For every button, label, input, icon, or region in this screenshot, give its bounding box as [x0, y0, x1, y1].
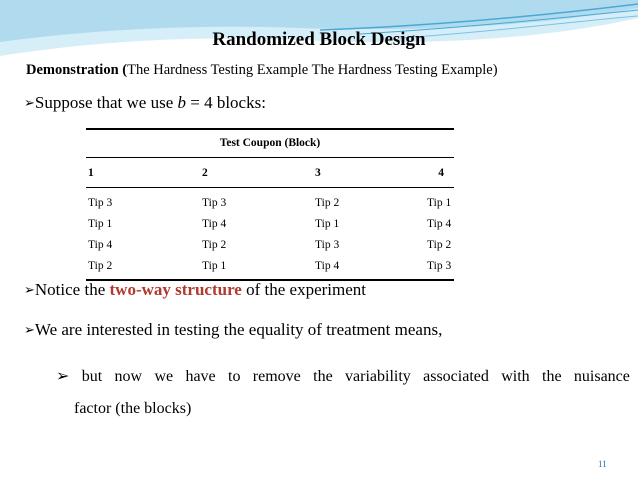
bullet-text: Suppose that we use — [34, 93, 178, 112]
table-bottom-rule — [86, 279, 454, 281]
table-row: Tip 3 Tip 3 Tip 2 Tip 1 — [86, 192, 454, 213]
word: with — [501, 368, 530, 385]
sub-bullet-nuisance: ➢ but now we have to remove the variabil… — [56, 361, 630, 425]
bullet-blocks: ➢Suppose that we use b = 4 blocks: — [24, 93, 266, 113]
table-row: Tip 1 Tip 4 Tip 1 Tip 4 — [86, 213, 454, 234]
arrowhead-bullet-icon: ➢ — [24, 95, 35, 110]
table-cell: Tip 4 — [202, 217, 227, 230]
word: to — [228, 368, 241, 385]
arrowhead-bullet-icon: ➢ — [56, 368, 70, 385]
bullet-text: We are interested in testing the equalit… — [34, 320, 443, 339]
table-cell: Tip 1 — [315, 217, 340, 230]
header-wave-decoration — [0, 0, 638, 56]
word: the — [313, 368, 333, 385]
table-row: Tip 4 Tip 2 Tip 3 Tip 2 — [86, 234, 454, 255]
table-cell: Tip 2 — [315, 196, 340, 209]
word: the — [542, 368, 562, 385]
page-number: 11 — [598, 459, 607, 469]
table-cell: Tip 3 — [88, 196, 113, 209]
column-header: 3 — [315, 166, 321, 179]
word: remove — [252, 368, 301, 385]
column-header: 4 — [438, 166, 444, 179]
variable-b: b — [177, 93, 187, 112]
bullet-text: of the experiment — [241, 280, 367, 299]
column-header: 2 — [202, 166, 208, 179]
bullet-text: = 4 blocks: — [186, 93, 266, 112]
word: but — [81, 368, 103, 385]
table-body-rule — [86, 187, 454, 188]
table-cell: Tip 1 — [427, 196, 452, 209]
sub-bullet-line2: factor (the blocks) — [74, 400, 192, 417]
highlight-text: two-way structure — [109, 280, 242, 299]
word: have — [185, 368, 216, 385]
table-cell: Tip 1 — [88, 217, 113, 230]
table-cell: Tip 4 — [88, 238, 113, 251]
table-cell: Tip 1 — [202, 259, 227, 272]
word: associated — [423, 368, 489, 385]
table-cell: Tip 4 — [427, 217, 452, 230]
table-top-rule — [86, 128, 454, 130]
table-column-headers: 1 2 3 4 — [86, 158, 454, 187]
table-cell: Tip 2 — [202, 238, 227, 251]
table-header-rule — [86, 157, 454, 158]
table-cell: Tip 3 — [427, 259, 452, 272]
word: now — [114, 368, 143, 385]
table-cell: Tip 3 — [315, 238, 340, 251]
word: variability — [345, 368, 411, 385]
table-header: Test Coupon (Block) — [219, 137, 321, 149]
arrowhead-bullet-icon: ➢ — [24, 322, 35, 337]
table-cell: Tip 2 — [427, 238, 452, 251]
table-row: Tip 2 Tip 1 Tip 4 Tip 3 — [86, 255, 454, 276]
demonstration-subtitle: Demonstration (The Hardness Testing Exam… — [26, 62, 498, 79]
demonstration-text: The Hardness Testing Example The Hardnes… — [127, 62, 498, 78]
column-header: 1 — [88, 166, 94, 179]
bullet-text: Notice the — [34, 280, 110, 299]
demonstration-label: Demonstration ( — [26, 62, 128, 78]
table-cell: Tip 4 — [315, 259, 340, 272]
bullet-treatment-means: ➢We are interested in testing the equali… — [24, 320, 442, 340]
slide-title: Randomized Block Design — [212, 29, 426, 50]
word: nuisance — [573, 368, 630, 385]
table-cell: Tip 3 — [202, 196, 227, 209]
hardness-table: Test Coupon (Block) 1 2 3 4 Tip 3 Tip 3 … — [86, 128, 454, 281]
word: we — [154, 368, 174, 385]
bullet-two-way-structure: ➢Notice the two-way structure of the exp… — [24, 280, 366, 300]
table-cell: Tip 2 — [88, 259, 113, 272]
arrowhead-bullet-icon: ➢ — [24, 282, 35, 297]
